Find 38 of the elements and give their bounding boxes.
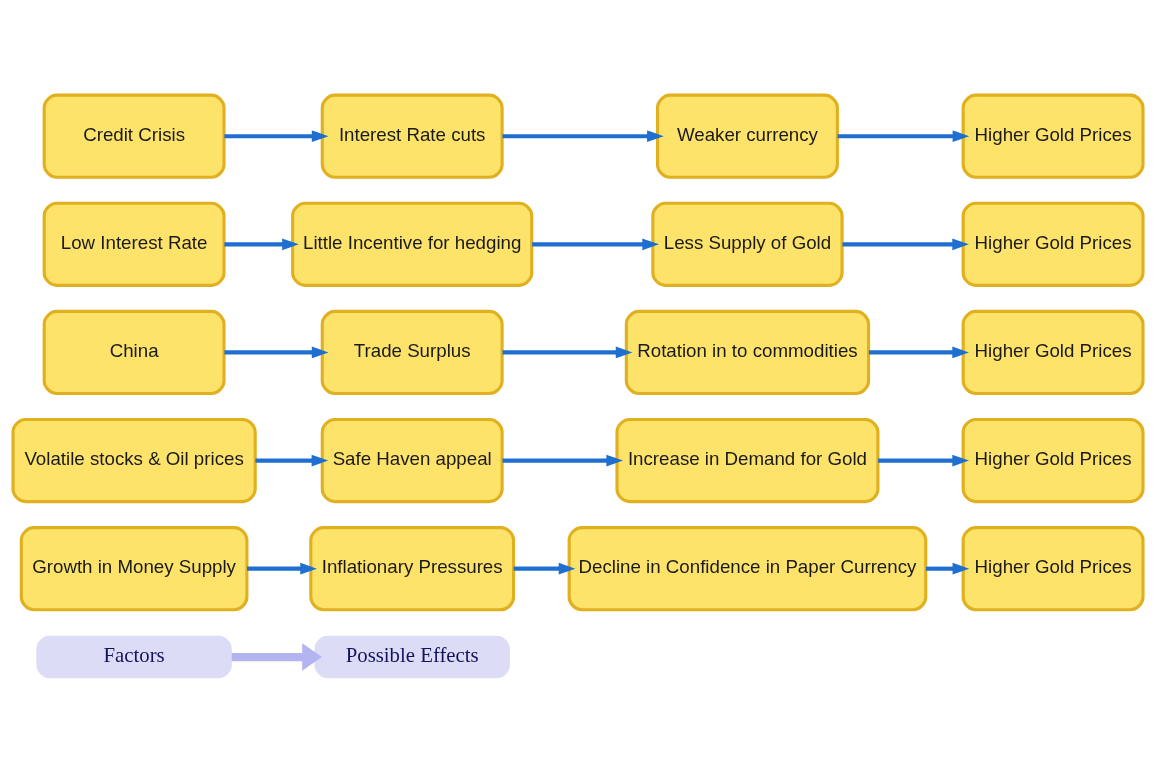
node-box: Increase in Demand for Gold [615, 417, 880, 503]
node-box: Decline in Confidence in Paper Currency [567, 525, 928, 611]
node-box: Interest Rate cuts [320, 93, 504, 179]
node-box: China [42, 309, 226, 395]
arrow [513, 562, 576, 575]
node-box: Inflationary Pressures [309, 525, 516, 611]
node-box: Higher Gold Prices [961, 417, 1145, 503]
arrow [842, 238, 969, 250]
arrow [502, 346, 633, 358]
arrow [224, 238, 299, 250]
node-box: Growth in Money Supply [19, 525, 249, 611]
node-box: Trade Surplus [320, 309, 504, 395]
arrow [224, 346, 329, 358]
node-box: Little Incentive for hedging [291, 201, 534, 287]
node-box: Factors [36, 635, 232, 678]
node-box: Weaker currency [655, 93, 839, 179]
node-box: Volatile stocks & Oil prices [11, 417, 257, 503]
arrow [502, 129, 664, 142]
node-box: Less Supply of Gold [651, 201, 844, 287]
arrow [925, 562, 970, 575]
arrow [255, 454, 329, 466]
arrow [878, 454, 970, 466]
arrow [868, 346, 969, 358]
arrow [224, 129, 329, 142]
arrow [837, 129, 970, 142]
arrow [502, 454, 624, 466]
node-box: Possible Effects [314, 635, 510, 678]
arrow [247, 562, 317, 575]
node-box: Credit Crisis [42, 93, 226, 179]
node-box: Low Interest Rate [42, 201, 226, 287]
node-box: Rotation in to commodities [624, 309, 871, 395]
node-box: Higher Gold Prices [961, 309, 1145, 395]
node-box: Higher Gold Prices [961, 525, 1145, 611]
arrow [231, 642, 322, 671]
node-box: Higher Gold Prices [961, 201, 1145, 287]
arrow [532, 238, 659, 250]
node-box: Safe Haven appeal [320, 417, 504, 503]
node-box: Higher Gold Prices [961, 93, 1145, 179]
